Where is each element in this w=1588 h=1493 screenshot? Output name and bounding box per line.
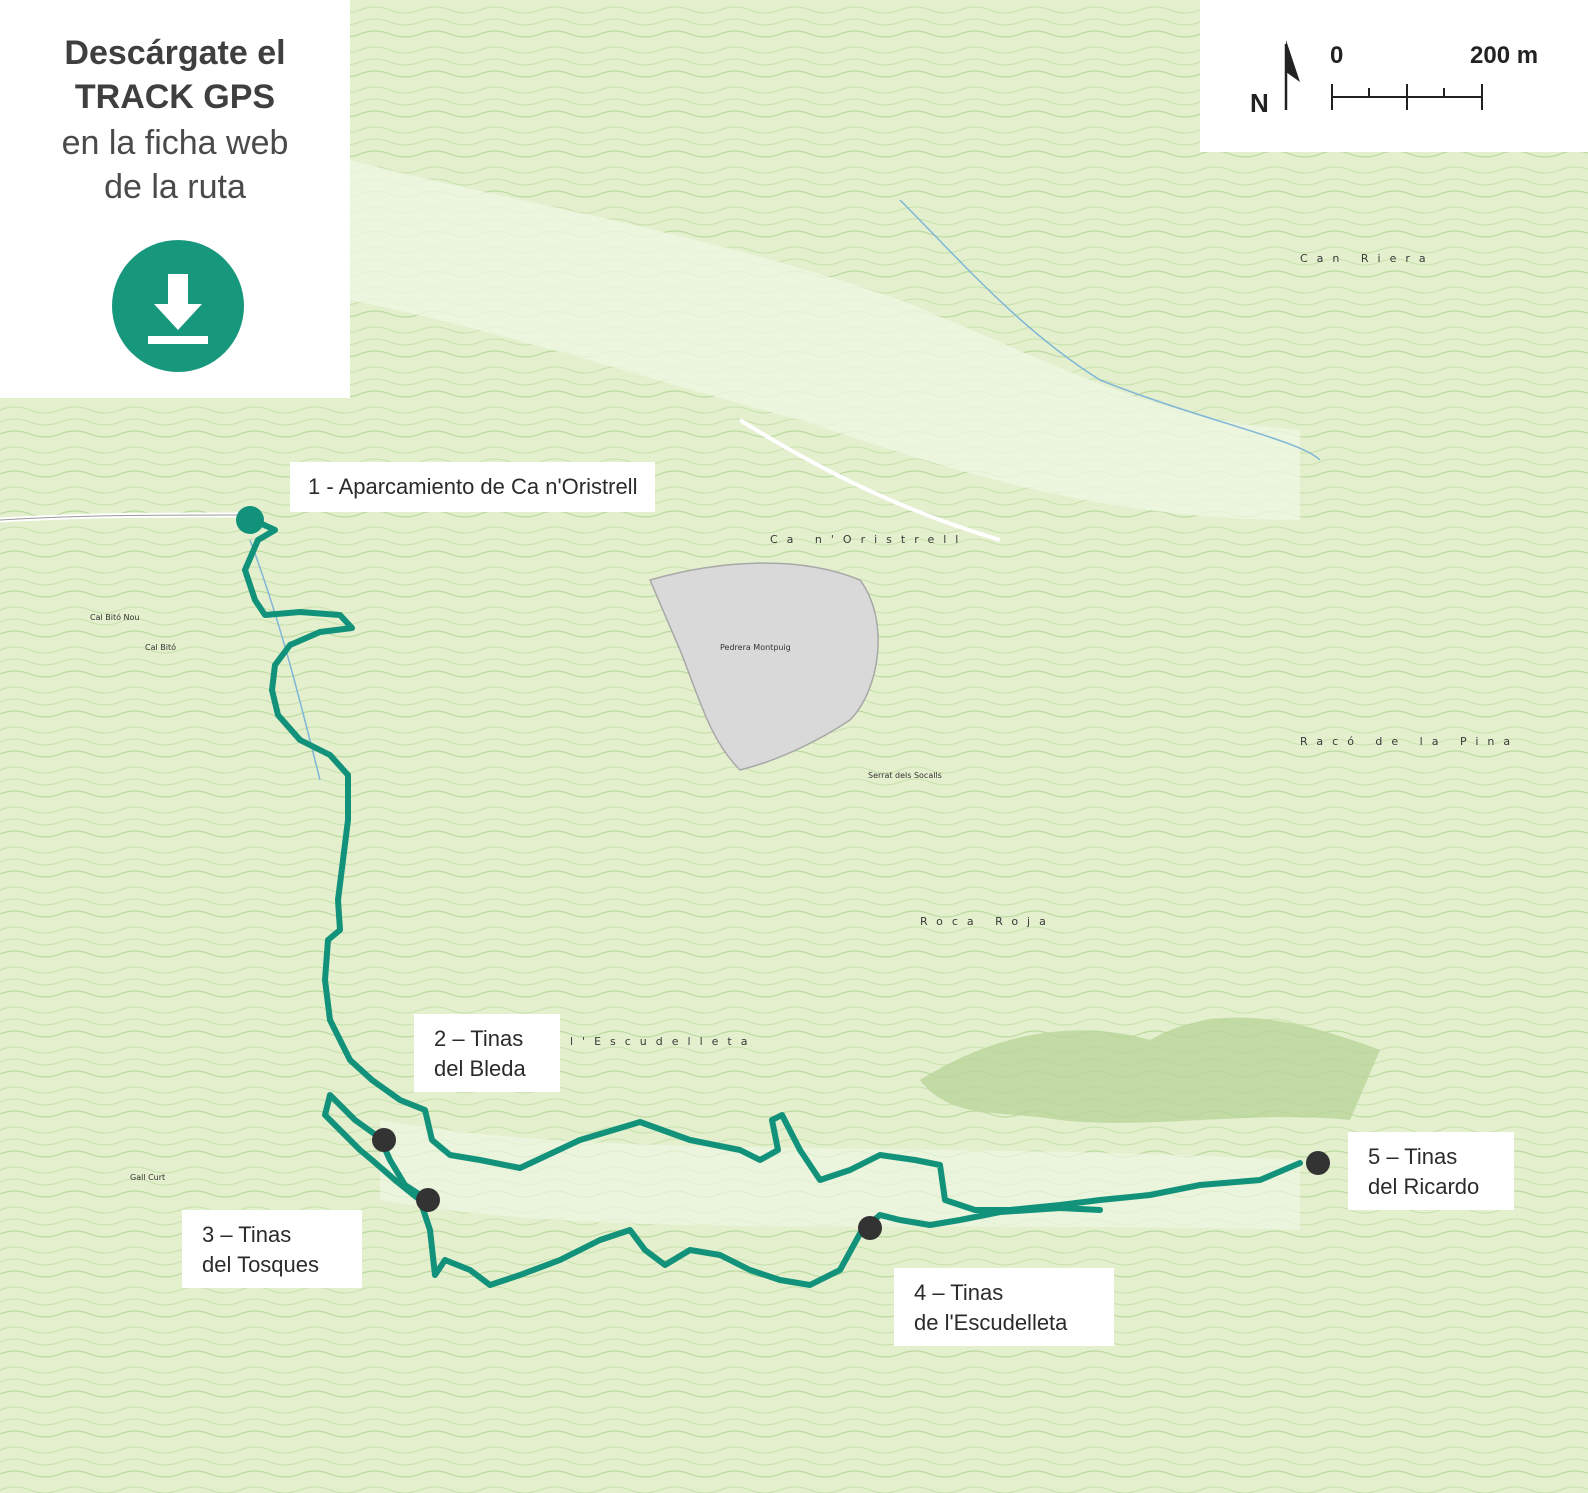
stream [899, 199, 1321, 461]
waypoint-label-4: 4 – Tinas de l'Escudelleta [894, 1268, 1114, 1346]
waypoint-label-5: 5 – Tinas del Ricardo [1348, 1132, 1514, 1210]
route-track [322, 1092, 1103, 1288]
place-name: l'Escudelleta [570, 1035, 756, 1048]
place-name: Pedrera Montpuig [720, 643, 791, 652]
waypoint-label-line: 5 – Tinas [1368, 1144, 1458, 1169]
download-icon [148, 274, 208, 344]
waypoint-marker[interactable] [1306, 1151, 1330, 1175]
waypoint-label-line: del Bleda [434, 1056, 526, 1081]
north-arrow-icon [1284, 40, 1300, 110]
quarry-area [648, 562, 879, 771]
download-text-line3: en la ficha web [61, 124, 289, 162]
road [738, 418, 1001, 542]
waypoint-marker[interactable] [416, 1188, 440, 1212]
waypoint-marker[interactable] [372, 1128, 396, 1152]
waypoint-label-line: 4 – Tinas [914, 1280, 1004, 1305]
scale-start-label: 0 [1330, 42, 1344, 69]
waypoint-label-line: del Tosques [202, 1252, 320, 1277]
waypoint-label-line: 3 – Tinas [202, 1222, 292, 1247]
place-name: Ca n'Oristrell [770, 533, 967, 546]
place-name: Cal Bitó Nou [90, 612, 140, 622]
place-name: Serrat dels Socalls [868, 771, 942, 780]
place-name: Racó de la Pina [1300, 735, 1519, 748]
download-heading-line1: Descárgate el [64, 34, 286, 72]
scale-end-label: 200 m [1470, 42, 1539, 69]
stream [249, 539, 321, 781]
download-panel: Descárgate el TRACK GPS en la ficha web … [0, 0, 350, 398]
waypoint-label-line: 1 - Aparcamiento de Ca n'Oristrell [308, 474, 638, 499]
waypoint-label-1: 1 - Aparcamiento de Ca n'Oristrell [290, 462, 656, 512]
waypoint-label-2: 2 – Tinas del Bleda [414, 1014, 560, 1092]
place-name: Cal Bitó [145, 642, 176, 652]
download-heading-line2: TRACK GPS [74, 78, 276, 116]
waypoint-marker[interactable] [858, 1216, 882, 1240]
place-name: Gall Curt [130, 1173, 165, 1182]
route-track [242, 514, 1303, 1213]
north-label: N [1250, 88, 1269, 118]
waypoint-label-3: 3 – Tinas del Tosques [182, 1210, 362, 1288]
forest-patch [920, 1017, 1380, 1123]
scale-bar [1331, 84, 1483, 110]
valley-zone [350, 160, 1300, 520]
road [0, 514, 241, 521]
start-marker[interactable] [236, 506, 264, 534]
waypoint-label-line: del Ricardo [1368, 1174, 1480, 1199]
waypoint-label-line: de l'Escudelleta [914, 1310, 1068, 1335]
scale-panel: N 0 200 m [1200, 0, 1588, 152]
place-name: Roca Roja [920, 915, 1055, 928]
download-button[interactable] [112, 240, 244, 372]
download-text-line4: de la ruta [104, 168, 246, 206]
waypoint-label-line: 2 – Tinas [434, 1026, 524, 1051]
place-name: Can Riera [1300, 252, 1435, 265]
